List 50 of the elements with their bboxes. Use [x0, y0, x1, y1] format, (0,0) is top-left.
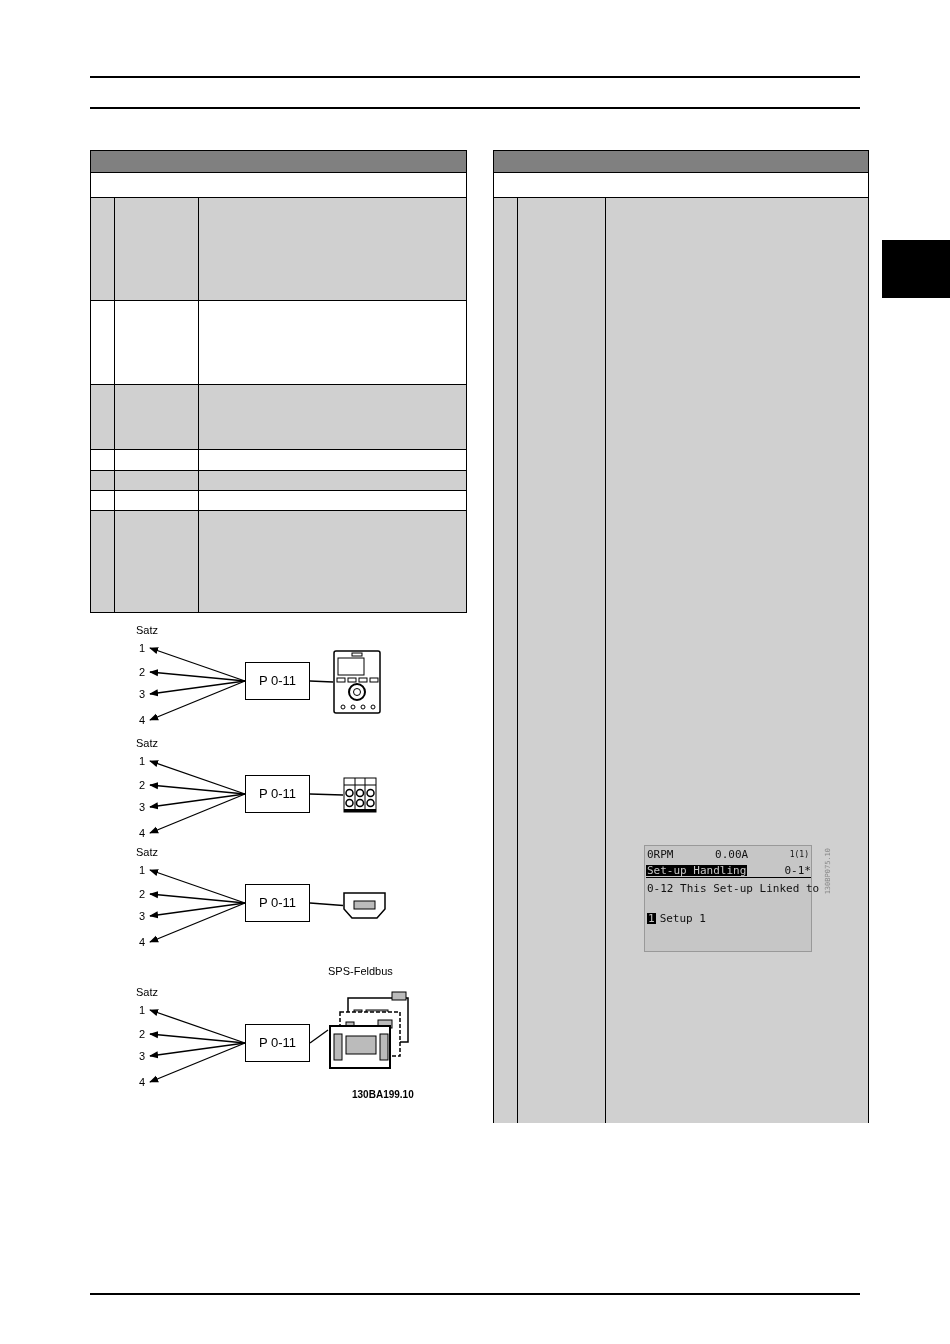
display-text: Set-up Handling	[646, 865, 748, 876]
arrow	[149, 1042, 246, 1083]
connector-line	[309, 902, 344, 907]
set-heading: Satz	[136, 987, 158, 998]
parameter-box: P 0-11	[245, 662, 310, 700]
set-number: 4	[136, 1075, 148, 1089]
connector-line	[309, 793, 344, 796]
set-number: 1	[136, 1003, 148, 1017]
parameter-box: P 0-11	[245, 775, 310, 813]
set-number: 1	[136, 641, 148, 655]
arrow	[149, 1031, 246, 1044]
set-heading: Satz	[136, 625, 158, 636]
parameter-box: P 0-11	[245, 1024, 310, 1062]
set-number: 4	[136, 935, 148, 949]
set-number: 2	[136, 887, 148, 901]
connector-line	[309, 680, 334, 683]
arrow	[149, 793, 246, 834]
set-number: 2	[136, 778, 148, 792]
display-text: 0-12 This Set-up Linked to	[647, 882, 820, 895]
parameter-box: P 0-11	[245, 884, 310, 922]
display-text: 0-1*	[784, 865, 811, 876]
set-number: 4	[136, 826, 148, 840]
drawing-number: 130BA199.10	[352, 1090, 414, 1100]
arrow	[149, 782, 246, 795]
arrow	[149, 680, 246, 721]
set-heading: Satz	[136, 738, 158, 749]
arrow	[149, 760, 246, 795]
display-text: 0.00A	[715, 849, 749, 860]
set-number: 4	[136, 713, 148, 727]
arrow	[149, 869, 246, 904]
set-heading: Satz	[136, 847, 158, 858]
arrow	[149, 647, 246, 682]
set-number: 3	[136, 909, 148, 923]
set-number: 2	[136, 665, 148, 679]
display-text: Setup 1	[659, 913, 706, 924]
set-number: 3	[136, 800, 148, 814]
set-number: 3	[136, 687, 148, 701]
display-text: 0RPM	[647, 849, 674, 860]
set-number: 2	[136, 1027, 148, 1041]
arrow	[149, 669, 246, 682]
arrow	[149, 902, 246, 943]
set-number: 1	[136, 863, 148, 877]
set-number: 1	[136, 754, 148, 768]
arrow	[149, 1009, 246, 1044]
setup-number-badge: 1	[647, 913, 656, 924]
device-caption: SPS-Feldbus	[328, 966, 393, 977]
arrow	[149, 891, 246, 904]
connector-line	[309, 1029, 329, 1044]
display-text: 1(1)	[789, 850, 809, 859]
set-number: 3	[136, 1049, 148, 1063]
